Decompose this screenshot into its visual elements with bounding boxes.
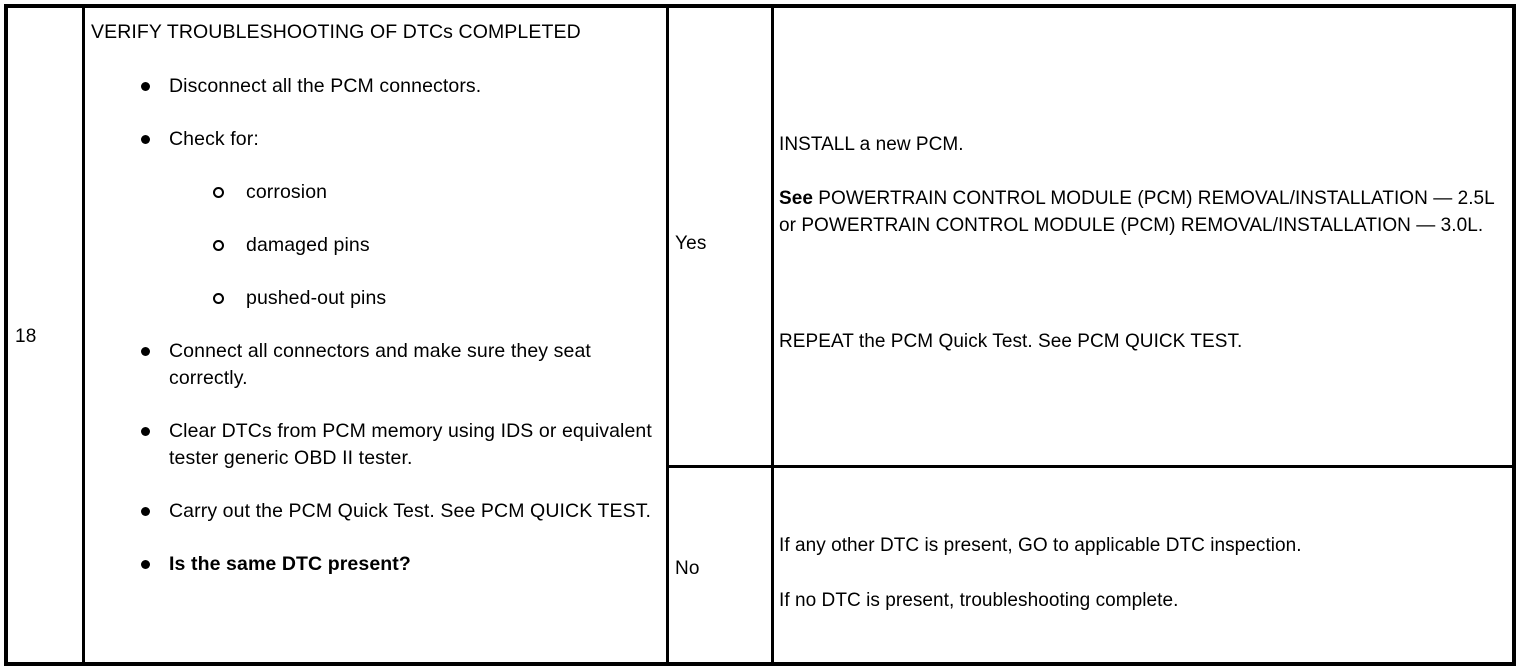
list-item-label: Connect all connectors and make sure the… [169, 340, 591, 389]
bullet-filled-icon [141, 347, 150, 356]
bullet-hollow-icon [213, 240, 224, 251]
step-number-cell: 18 [8, 4, 82, 666]
result-text: POWERTRAIN CONTROL MODULE (PCM) REMOVAL/… [779, 188, 1495, 236]
list-item-label: corrosion [246, 181, 328, 203]
list-item-label: Clear DTCs from PCM memory using IDS or … [169, 420, 652, 469]
result-text: INSTALL a new PCM. [779, 134, 964, 155]
answer-label-yes: Yes [675, 233, 707, 254]
result-cell-no: If any other DTC is present, GO to appli… [774, 468, 1516, 666]
step-number: 18 [15, 326, 37, 347]
column-divider-action [666, 4, 669, 666]
result-paragraph-other-dtc: If any other DTC is present, GO to appli… [779, 532, 1512, 559]
bullet-filled-icon [141, 427, 150, 436]
list-item: pushed-out pins [91, 285, 654, 312]
bullet-filled-icon [141, 82, 150, 91]
result-paragraph-repeat: REPEAT the PCM Quick Test. See PCM QUICK… [779, 328, 1512, 355]
row-divider-yes-no [666, 465, 1516, 468]
list-item-label: Carry out the PCM Quick Test. See PCM QU… [169, 500, 652, 522]
list-item-label: Is the same DTC present? [169, 553, 411, 575]
list-item: Clear DTCs from PCM memory using IDS or … [91, 418, 654, 472]
result-text: If no DTC is present, troubleshooting co… [779, 590, 1179, 611]
list-item: damaged pins [91, 232, 654, 259]
list-item: Connect all connectors and make sure the… [91, 338, 654, 392]
answer-label-no: No [675, 558, 700, 579]
action-bullet-list: Disconnect all the PCM connectors. Check… [91, 73, 654, 578]
action-cell: VERIFY TROUBLESHOOTING OF DTCs COMPLETED… [85, 4, 666, 666]
bullet-filled-icon [141, 507, 150, 516]
bullet-filled-icon [141, 135, 150, 144]
list-item: Carry out the PCM Quick Test. See PCM QU… [91, 498, 654, 525]
result-text: REPEAT the PCM Quick Test. See PCM QUICK… [779, 331, 1243, 352]
list-item-label: Disconnect all the PCM connectors. [169, 75, 482, 97]
result-prefix-see: See [779, 188, 819, 209]
bullet-filled-icon [141, 560, 150, 569]
list-item-label: pushed-out pins [246, 287, 387, 309]
column-divider-answer [771, 4, 774, 666]
result-paragraph-see-reference: See POWERTRAIN CONTROL MODULE (PCM) REMO… [779, 185, 1512, 239]
action-title: VERIFY TROUBLESHOOTING OF DTCs COMPLETED [91, 21, 581, 43]
list-item-question: Is the same DTC present? [91, 551, 654, 578]
list-item: Check for: [91, 126, 654, 153]
list-item: Disconnect all the PCM connectors. [91, 73, 654, 100]
result-paragraph-no-dtc: If no DTC is present, troubleshooting co… [779, 587, 1512, 614]
list-item: corrosion [91, 179, 654, 206]
table-outer-border [4, 4, 1516, 666]
bullet-hollow-icon [213, 293, 224, 304]
answer-cell-yes: Yes [669, 4, 771, 465]
answer-cell-no: No [669, 468, 771, 666]
list-item-label: damaged pins [246, 234, 370, 256]
bullet-hollow-icon [213, 187, 224, 198]
result-paragraph-install: INSTALL a new PCM. [779, 131, 1512, 158]
column-divider-step [82, 4, 85, 666]
result-cell-yes: INSTALL a new PCM. See POWERTRAIN CONTRO… [774, 4, 1516, 465]
list-item-label: Check for: [169, 128, 259, 150]
result-text: If any other DTC is present, GO to appli… [779, 535, 1302, 556]
